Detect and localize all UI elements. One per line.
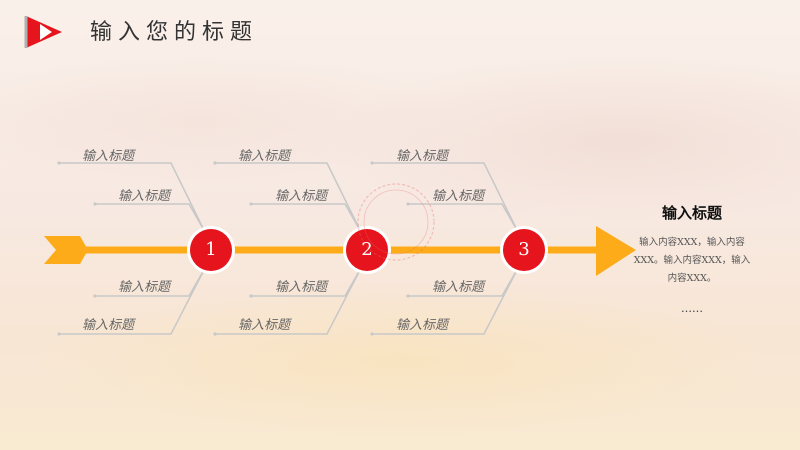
branch-end-dot [93,294,97,298]
branch-label[interactable]: 输入标题 [396,149,449,164]
branch-label[interactable]: 输入标题 [82,149,135,164]
spine-arrowhead [596,226,636,276]
branch-label[interactable]: 输入标题 [432,189,485,204]
branch-end-dot [57,332,61,336]
side-panel-ellipsis: …… [681,302,703,315]
header-play-icon [24,16,62,48]
branch-lines [57,161,519,336]
branch-label[interactable]: 输入标题 [275,189,328,204]
branch-line [372,271,517,335]
branch-label[interactable]: 输入标题 [275,280,328,295]
branch-label[interactable]: 输入标题 [238,149,291,164]
side-panel-body[interactable]: 输入内容XXX，输入内容XXX。输入内容XXX，输入内容XXX。 [633,237,751,284]
branch-line [59,162,204,229]
node-circle-3[interactable] [500,226,548,274]
branch-end-dot [370,332,374,336]
branch-end-dot [406,294,410,298]
branch-label[interactable]: 输入标题 [238,318,291,333]
branch-line [408,203,519,233]
branch-end-dot [213,161,217,165]
branch-line [251,203,362,233]
branch-end-dot [93,202,97,206]
page-title: 输入您的标题 [90,20,259,45]
node-number-1: 1 [205,239,217,260]
branch-label[interactable]: 输入标题 [118,280,171,295]
branch-end-dot [213,332,217,336]
spine-tail [44,236,88,264]
branch-end-dot [370,161,374,165]
branch-line [59,271,204,335]
branch-end-dot [57,161,61,165]
node-number-3: 3 [518,239,530,260]
node-number-2: 2 [361,239,373,260]
branch-label[interactable]: 输入标题 [118,189,171,204]
branch-label[interactable]: 输入标题 [396,318,449,333]
branch-end-dot [406,202,410,206]
watermark-stamp [357,183,435,261]
branch-line [95,203,206,233]
node-circle-2[interactable] [343,226,391,274]
side-panel-title[interactable]: 输入标题 [661,204,722,222]
branch-label[interactable]: 输入标题 [82,318,135,333]
node-circle-1[interactable] [187,226,235,274]
branch-end-dot [249,294,253,298]
branch-end-dot [249,202,253,206]
branch-label[interactable]: 输入标题 [432,280,485,295]
branch-line [215,162,360,229]
branch-line [215,271,360,335]
branch-line [372,162,517,229]
